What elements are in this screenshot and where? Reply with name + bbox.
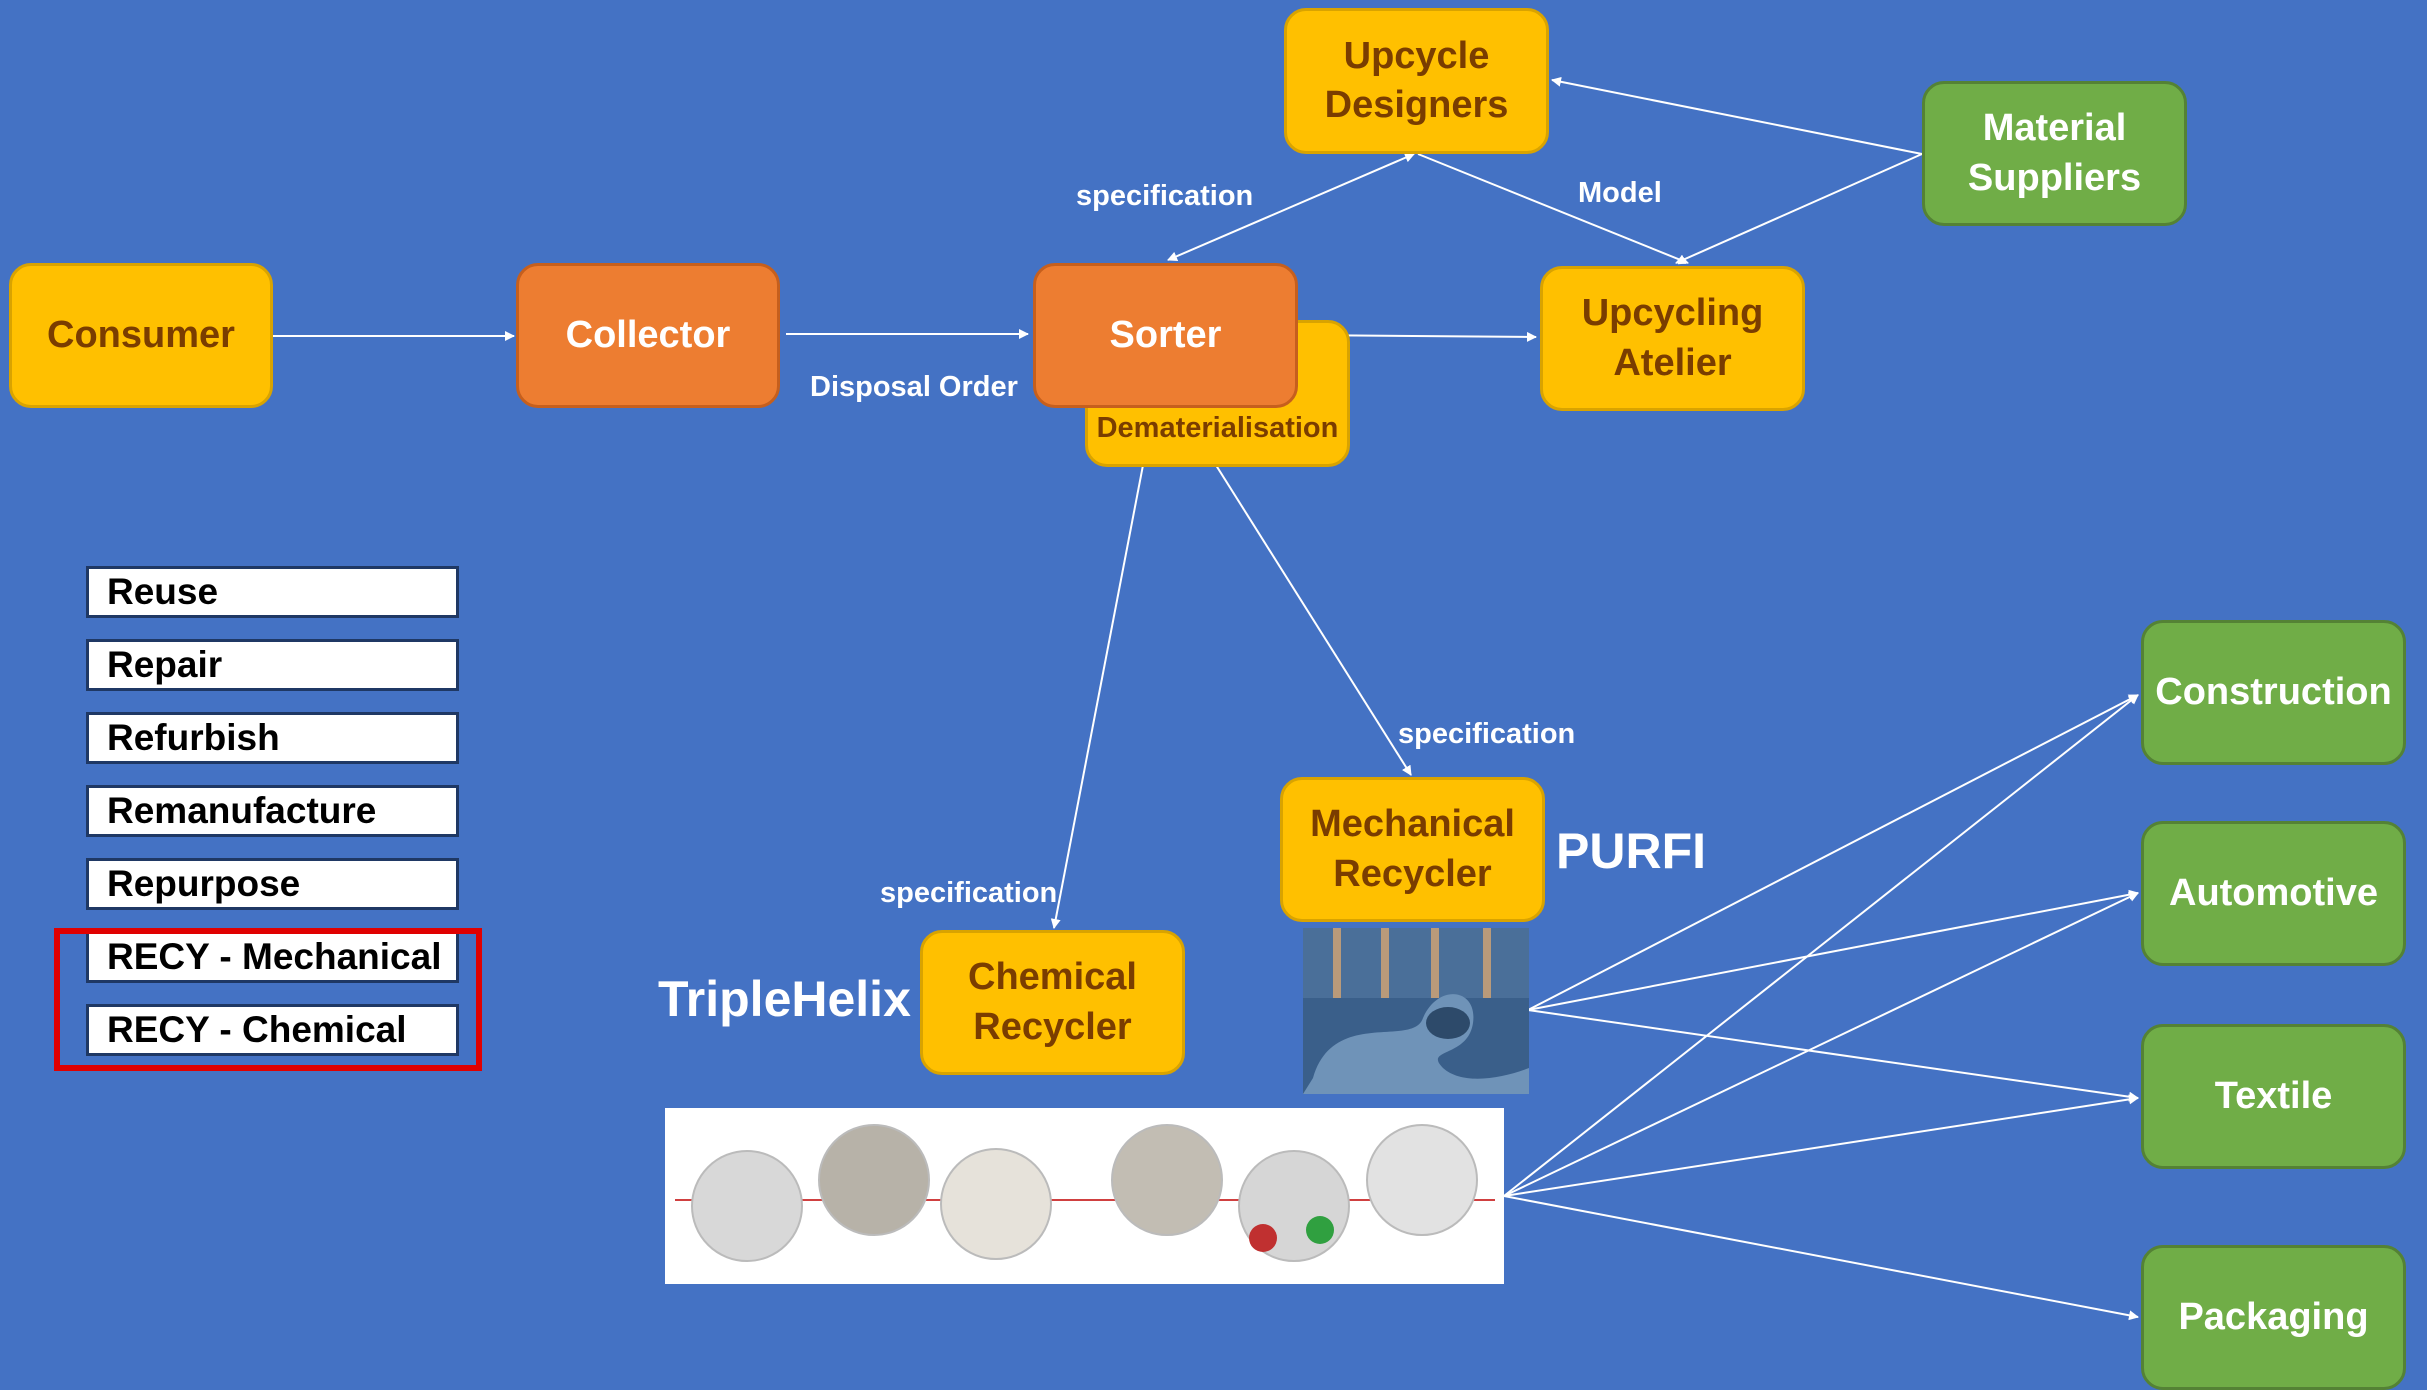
- upcycling-atelier-label: Upcycling Atelier: [1581, 292, 1764, 384]
- legend-remanufacture: Remanufacture: [86, 785, 459, 837]
- fabric-photo: [1303, 928, 1529, 1094]
- triplehelix-label: TripleHelix: [658, 971, 911, 1027]
- legend-repurpose: Repurpose: [86, 858, 459, 910]
- mechanical-recycler-label: Mechanical Recycler: [1310, 803, 1515, 895]
- arrow-triplehelix-construction: [1503, 694, 2139, 1197]
- construction-node[interactable]: Construction: [2141, 620, 2406, 765]
- specification-mechanical-label: specification: [1398, 718, 1576, 750]
- consumer-node[interactable]: Consumer: [9, 263, 273, 408]
- legend-reuse: Reuse: [86, 566, 459, 618]
- consumer-label: Consumer: [47, 313, 235, 356]
- purfi-label: PURFI: [1556, 823, 1706, 879]
- material-suppliers-label: Material Suppliers: [1967, 107, 2142, 199]
- collector-node[interactable]: Collector: [516, 263, 780, 408]
- model-label: Model: [1578, 177, 1662, 209]
- arrow-triplehelix-packaging: [1503, 1195, 2139, 1321]
- packaging-label: Packaging: [2178, 1295, 2369, 1338]
- textile-node[interactable]: Textile: [2141, 1024, 2406, 1169]
- chemical-recycler-node[interactable]: Chemical Recycler: [920, 930, 1185, 1075]
- arrow-triplehelix-automotive: [1503, 892, 2139, 1197]
- upcycle-designers-node[interactable]: Upcycle Designers: [1284, 8, 1549, 154]
- upcycle-designers-label: Upcycle Designers: [1324, 34, 1509, 126]
- legend-recy-chemical: RECY - Chemical: [86, 1004, 459, 1056]
- upcycling-atelier-node[interactable]: Upcycling Atelier: [1540, 266, 1805, 411]
- arrow-suppliers-designers: [1551, 76, 1923, 155]
- arrow-purfi-automotive: [1527, 889, 2139, 1011]
- construction-label: Construction: [2155, 670, 2392, 713]
- legend-repair: Repair: [86, 639, 459, 691]
- disposal-order-label: Disposal Order: [810, 371, 1018, 403]
- sorter-node[interactable]: Sorter: [1033, 263, 1298, 408]
- arrow-triplehelix-textile: [1503, 1094, 2139, 1197]
- textile-label: Textile: [2214, 1074, 2333, 1117]
- arrow-suppliers-atelier: [1675, 153, 1923, 264]
- arrow-sorter-chemical: [1050, 407, 1158, 929]
- specification-chemical-label: specification: [880, 877, 1058, 909]
- specification-designers-label: specification: [1076, 180, 1254, 212]
- automotive-label: Automotive: [2169, 871, 2378, 914]
- sorter-label: Sorter: [1109, 313, 1222, 356]
- collector-label: Collector: [565, 313, 731, 356]
- legend-refurbish: Refurbish: [86, 712, 459, 764]
- mechanical-recycler-node[interactable]: Mechanical Recycler: [1280, 777, 1545, 922]
- legend-recy-mechanical: RECY - Mechanical: [86, 931, 459, 983]
- automotive-node[interactable]: Automotive: [2141, 821, 2406, 966]
- chemical-recycler-label: Chemical Recycler: [968, 956, 1137, 1048]
- material-suppliers-node[interactable]: Material Suppliers: [1922, 81, 2187, 226]
- legend-recycling-highlight: [54, 928, 482, 1071]
- triplehelix-process-photos: [665, 1108, 1504, 1284]
- packaging-node[interactable]: Packaging: [2141, 1245, 2406, 1390]
- dematerialisation-label: Dematerialisation: [1096, 412, 1339, 445]
- arrow-purfi-textile: [1527, 1009, 2139, 1102]
